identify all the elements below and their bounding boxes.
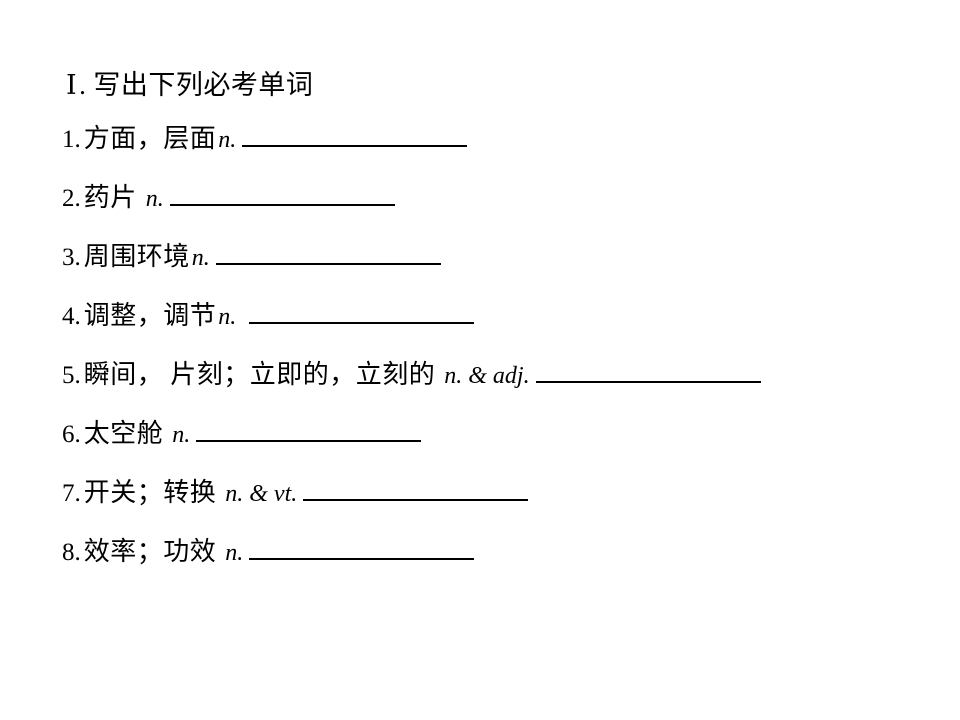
section-numeral: Ⅰ [66, 70, 78, 100]
item-part-of-speech: n. [218, 127, 237, 153]
item-chinese: 瞬间， 片刻；立即的，立刻的 [83, 360, 436, 389]
item-answer-blank[interactable] [169, 190, 395, 206]
item-answer-blank[interactable] [249, 544, 475, 560]
item-number: 5. [62, 362, 81, 389]
item-chinese: 调整，调节 [83, 301, 217, 330]
item-chinese: 周围环境 [83, 242, 190, 271]
item-chinese: 太空舱 [83, 419, 164, 448]
item-chinese: 方面，层面 [83, 124, 217, 153]
vocab-item: 2. 药片 n. [62, 183, 942, 214]
item-chinese: 药片 [83, 183, 137, 212]
item-number: 4. [62, 303, 81, 330]
item-part-of-speech: n. [218, 304, 237, 330]
vocab-item: 4. 调整，调节 n. [62, 301, 942, 332]
vocab-item: 6. 太空舱 n. [62, 419, 942, 450]
item-answer-blank[interactable] [535, 367, 761, 383]
item-part-of-speech: n. & adj. [444, 363, 530, 389]
item-answer-blank[interactable] [303, 485, 529, 501]
section-numeral-separator: . [79, 70, 87, 100]
item-answer-blank[interactable] [249, 308, 475, 324]
item-part-of-speech: n. [145, 186, 164, 212]
vocab-item: 7. 开关；转换 n. & vt. [62, 478, 942, 509]
item-number: 7. [62, 480, 81, 507]
item-number: 8. [62, 539, 81, 566]
item-chinese: 效率；功效 [83, 537, 217, 566]
vocab-item: 3. 周围环境 n. [62, 242, 942, 273]
item-number: 3. [62, 244, 81, 271]
vocab-item: 1. 方面，层面 n. [62, 124, 942, 155]
vocab-item: 5. 瞬间， 片刻；立即的，立刻的 n. & adj. [62, 360, 942, 391]
section-heading-text: 写出下列必考单词 [93, 70, 314, 100]
item-part-of-speech: n. [191, 245, 210, 271]
item-answer-blank[interactable] [196, 426, 422, 442]
item-part-of-speech: n. & vt. [225, 481, 298, 507]
item-number: 6. [62, 421, 81, 448]
section-heading: Ⅰ.写出下列必考单词 [62, 68, 942, 102]
item-number: 2. [62, 185, 81, 212]
item-answer-blank[interactable] [242, 131, 468, 147]
worksheet-body: Ⅰ.写出下列必考单词 1. 方面，层面 n. 2. 药片 n. 3. 周围环境 … [62, 68, 942, 568]
item-part-of-speech: n. [172, 422, 191, 448]
vocab-item: 8. 效率；功效 n. [62, 537, 942, 568]
item-answer-blank[interactable] [215, 249, 441, 265]
item-chinese: 开关；转换 [83, 478, 217, 507]
item-part-of-speech: n. [225, 540, 244, 566]
item-number: 1. [62, 126, 81, 153]
